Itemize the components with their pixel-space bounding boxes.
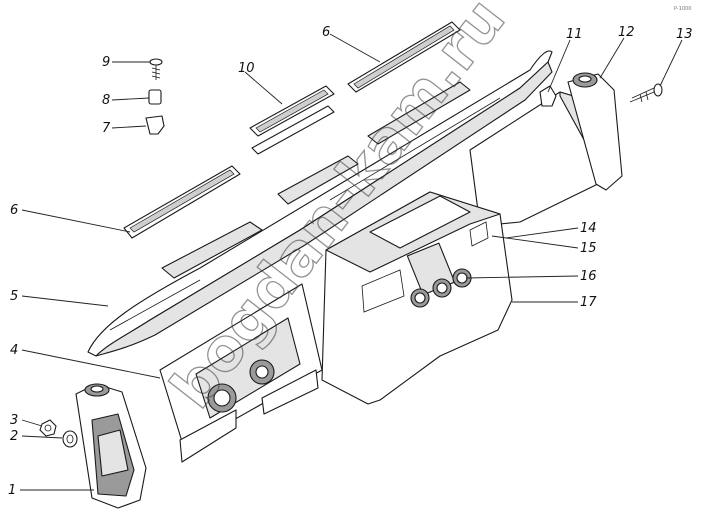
callout-3: 3 <box>10 413 18 428</box>
clip-11 <box>539 85 557 107</box>
nut-3 <box>39 419 57 437</box>
leader-lines <box>20 33 683 491</box>
callout-9: 9 <box>102 55 110 70</box>
instrument-cluster-panel <box>159 283 323 463</box>
callout-12: 12 <box>618 25 635 40</box>
callout-16: 16 <box>580 269 597 284</box>
callout-2: 2 <box>10 429 18 444</box>
callout-10: 10 <box>238 61 255 76</box>
screw-9 <box>149 58 163 80</box>
clip-8 <box>148 89 162 105</box>
corner-code: P-1000 <box>674 6 691 12</box>
callout-8: 8 <box>102 93 110 108</box>
callout-6b: 6 <box>322 25 330 40</box>
vent-grille-top <box>347 21 461 93</box>
callout-1: 1 <box>8 483 16 498</box>
callout-4: 4 <box>10 343 18 358</box>
callout-13: 13 <box>676 27 693 42</box>
callout-11: 11 <box>566 27 583 42</box>
callout-5: 5 <box>10 289 18 304</box>
left-vent-housing <box>75 383 147 509</box>
washer-2 <box>62 430 78 448</box>
clip-7 <box>145 115 165 135</box>
callout-14: 14 <box>580 221 597 236</box>
screw-13 <box>629 83 663 103</box>
vent-grille-left <box>123 165 241 239</box>
center-console <box>321 191 513 405</box>
callout-17: 17 <box>580 295 597 310</box>
callout-6a: 6 <box>10 203 18 218</box>
callout-15: 15 <box>580 241 597 256</box>
callout-7: 7 <box>102 121 111 136</box>
vent-grille-center <box>249 85 335 155</box>
instrument-panel-top <box>87 50 553 357</box>
right-end-cap <box>567 72 623 191</box>
